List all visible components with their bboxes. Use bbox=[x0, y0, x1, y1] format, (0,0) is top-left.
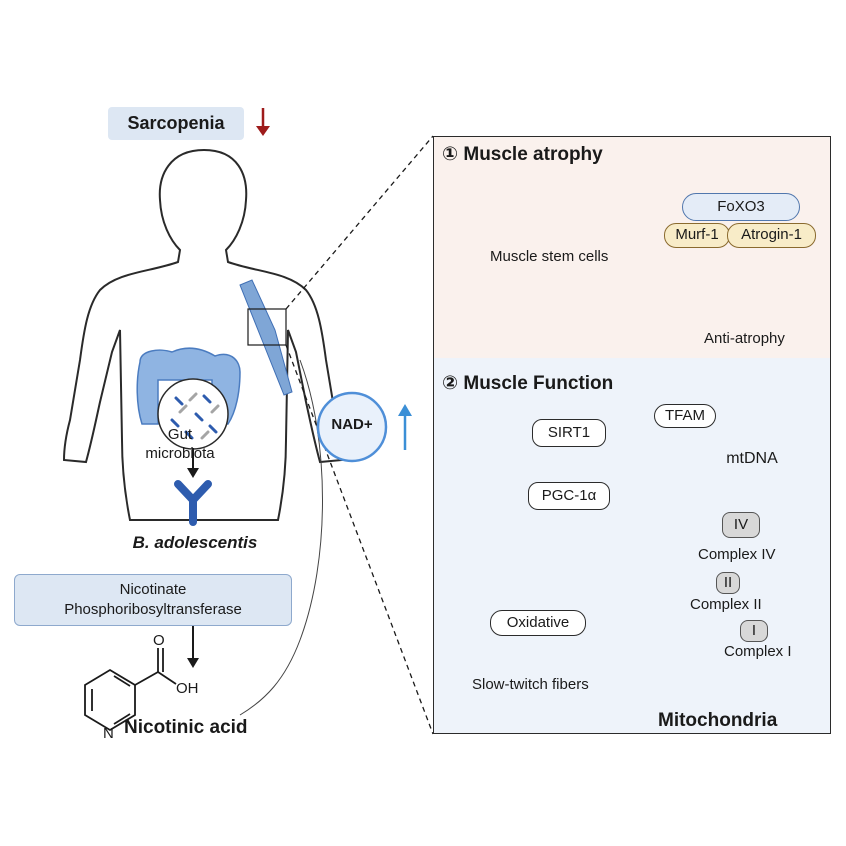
atom-n: N bbox=[103, 725, 114, 742]
bacterium-icon bbox=[174, 480, 212, 526]
complex-i-icon: I bbox=[740, 620, 768, 642]
oxidative-box: Oxidative bbox=[490, 610, 586, 636]
gut-label-line2: microbiota bbox=[145, 445, 215, 462]
sirt1-box: SIRT1 bbox=[532, 419, 606, 447]
panel-muscle-function bbox=[433, 358, 831, 734]
gut-label-line1: Gut bbox=[167, 426, 193, 443]
atom-o: O bbox=[153, 632, 165, 649]
down-arrow-icon bbox=[256, 126, 270, 136]
anti-atrophy-label: Anti-atrophy bbox=[704, 330, 785, 347]
atom-oh: OH bbox=[176, 680, 199, 697]
tfam-box: TFAM bbox=[654, 404, 716, 428]
gut-microbiota-label: Gut microbiota bbox=[140, 425, 220, 463]
arrow-down-icon bbox=[187, 658, 199, 668]
up-arrow-icon bbox=[398, 404, 412, 416]
mtdna-label: mtDNA bbox=[726, 450, 778, 467]
complex-iv-label: Complex IV bbox=[698, 546, 776, 563]
body-silhouette bbox=[62, 148, 344, 521]
nad-circle bbox=[316, 391, 388, 463]
pgc1a-box: PGC-1α bbox=[528, 482, 610, 510]
nicotinic-acid-structure bbox=[84, 648, 177, 732]
zoom-line-bottom bbox=[285, 344, 434, 735]
complex-ii-icon: II bbox=[716, 572, 740, 594]
enzyme-line2: Phosphoribosyltransferase bbox=[64, 601, 242, 618]
muscle-stem-cells-label: Muscle stem cells bbox=[490, 248, 609, 265]
murf1-box: Murf-1 bbox=[664, 223, 730, 248]
foxo3-box: FoXO3 bbox=[682, 193, 800, 221]
sarcopenia-label: Sarcopenia bbox=[108, 107, 244, 140]
slow-twitch-label: Slow-twitch fibers bbox=[472, 676, 589, 693]
complex-ii-label: Complex II bbox=[690, 596, 762, 613]
panel1-title: ① Muscle atrophy bbox=[442, 144, 603, 165]
zoom-line-top bbox=[285, 135, 434, 310]
arrow-down-icon bbox=[187, 468, 199, 478]
mitochondria-label: Mitochondria bbox=[658, 710, 778, 731]
nicotinic-acid-label: Nicotinic acid bbox=[124, 717, 248, 738]
microbe-marks bbox=[170, 394, 218, 440]
atrogin1-box: Atrogin-1 bbox=[727, 223, 816, 248]
enzyme-box: Nicotinate Phosphoribosyltransferase bbox=[14, 574, 292, 626]
nad-label: NAD+ bbox=[331, 416, 373, 433]
zoom-box bbox=[247, 308, 287, 346]
bacterium-name: B. adolescentis bbox=[132, 533, 258, 552]
panel2-title: ② Muscle Function bbox=[442, 373, 614, 394]
enzyme-line1: Nicotinate bbox=[119, 581, 187, 598]
complex-iv-icon: IV bbox=[722, 512, 760, 538]
complex-i-label: Complex I bbox=[724, 643, 792, 660]
